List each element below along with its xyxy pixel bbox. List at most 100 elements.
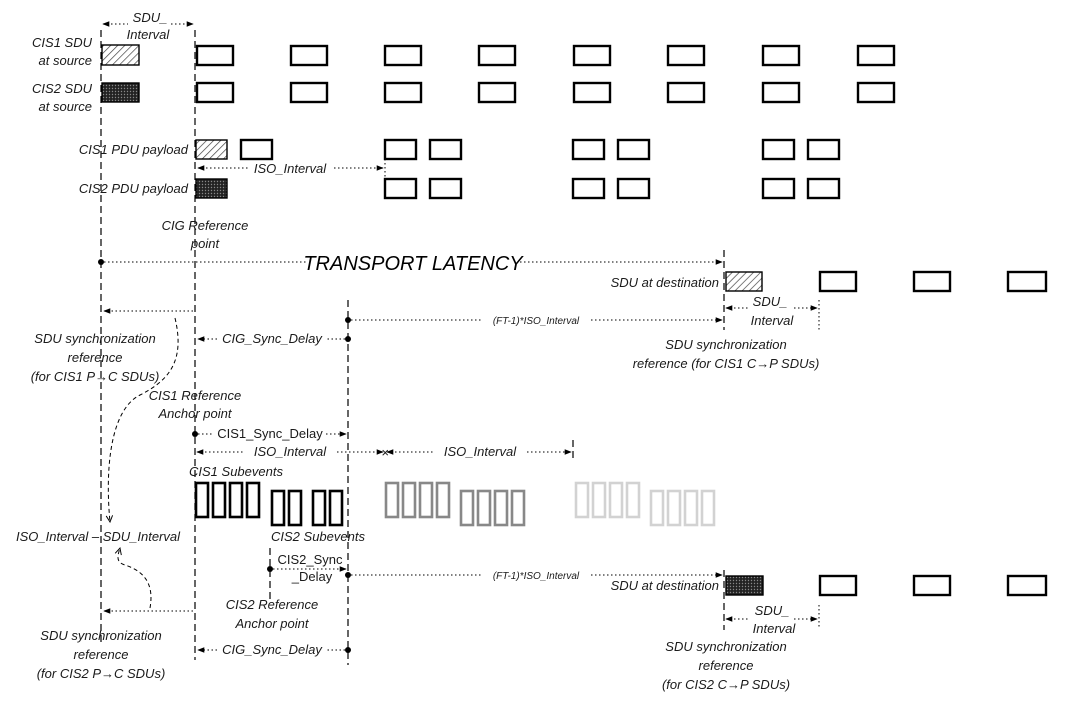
cis1-sync-dot xyxy=(192,431,198,437)
cis2-pdu-first xyxy=(195,178,228,199)
sync-ref-cis1-pc-3: (for CIS1 P→C SDUs) xyxy=(31,369,160,384)
cig-sync-delay-label-2: CIG_Sync_Delay xyxy=(222,642,323,657)
cis1-sdu-destination-first xyxy=(725,271,763,292)
sdu-interval-top-label-1: SDU_ xyxy=(133,10,168,25)
cis2-anchor-label-2: Anchor point xyxy=(235,616,310,631)
sync-ref-cis2-pc-1: SDU synchronization xyxy=(40,628,161,643)
transport-latency-label: TRANSPORT LATENCY xyxy=(303,253,524,275)
cis2-pdu-box xyxy=(571,177,606,200)
cis2-subevent xyxy=(510,489,526,527)
cis1-anchor-label-2: Anchor point xyxy=(158,406,233,421)
cis2-sdu-source-box xyxy=(383,81,423,104)
cis2-subevent xyxy=(649,489,665,527)
cig-reference-label-1: CIG Reference xyxy=(162,218,249,233)
cis1-subevent xyxy=(591,481,607,519)
label-bg xyxy=(482,568,590,581)
cis2-sdu-destination-box xyxy=(1006,574,1048,597)
sdu-interval-dest1-label-1: SDU_ xyxy=(753,294,788,309)
cis1-subevent xyxy=(245,481,261,519)
cis2-subevent xyxy=(287,489,303,527)
cis1-sdu-source-box xyxy=(289,44,329,67)
sync-ref-cis2-cp-3: (for CIS2 C→P SDUs) xyxy=(662,677,790,692)
cis1-sdu-destination-box xyxy=(818,270,858,293)
label-bg xyxy=(248,161,332,175)
cis2-sdu-source-box xyxy=(477,81,517,104)
cis1-sdu-source-box xyxy=(195,44,235,67)
sdu-interval-dest2-label-2: Interval xyxy=(753,621,797,636)
cis2-sync-dot xyxy=(267,566,273,572)
cis2-sdu-source-box xyxy=(666,81,706,104)
cis2-subevent xyxy=(459,489,475,527)
cis2-sdu-destination-first xyxy=(725,575,764,596)
label-bg xyxy=(434,444,526,459)
cis1-sdu-source-box xyxy=(477,44,517,67)
cis2-pdu-box xyxy=(383,177,418,200)
label-bg xyxy=(750,606,794,620)
cis1-pdu-box xyxy=(428,138,463,161)
cig-reference-label-2: point xyxy=(190,236,221,251)
cis2-subevents-label: CIS2 Subevents xyxy=(271,529,365,544)
cis2-subevent xyxy=(476,489,492,527)
cis1-sync-delay-label: CIS1_Sync_Delay xyxy=(217,426,323,441)
cis2-sdu-destination-box xyxy=(818,574,858,597)
cis1-sdu-source-first xyxy=(101,44,140,66)
cis2-sdu-source-first xyxy=(101,82,140,103)
sdu-interval-dest1-label-2: Interval xyxy=(751,313,795,328)
cis1-subevent xyxy=(228,481,244,519)
label-bg xyxy=(128,12,170,28)
sdu-interval-top-label-2: Interval xyxy=(127,27,171,42)
cis2-subevent xyxy=(328,489,344,527)
cis1-anchor-label-1: CIS1 Reference xyxy=(149,388,242,403)
cis1-pdu-box xyxy=(239,138,274,161)
cis2-anchor-label-1: CIS2 Reference xyxy=(226,597,319,612)
iso-interval-a-label: ISO_Interval xyxy=(254,444,327,459)
cis1-sdu-destination-box xyxy=(1006,270,1048,293)
label-bg xyxy=(244,444,336,459)
cis1-subevent xyxy=(435,481,451,519)
label-bg xyxy=(214,426,326,441)
cis2-pdu-payload-label: CIS2 PDU payload xyxy=(79,181,189,196)
sync-ref-cis2-cp-2: reference xyxy=(699,658,754,673)
cis2-subevent xyxy=(311,489,327,527)
cis2-subevent xyxy=(683,489,699,527)
sync-ref-cis2-pc-2: reference xyxy=(74,647,129,662)
cis1-pdu-first xyxy=(195,139,228,160)
cig-sync-delay-label-1: CIG_Sync_Delay xyxy=(222,331,323,346)
cis2-pdu-box xyxy=(761,177,796,200)
cig-sync-dot-1 xyxy=(345,336,351,342)
cis2-subevent xyxy=(666,489,682,527)
cis1-subevent xyxy=(418,481,434,519)
cis2-pdu-box xyxy=(616,177,651,200)
sync-ref-cis1-pc-1: SDU synchronization xyxy=(34,331,155,346)
cis2-sdu-source-box xyxy=(195,81,235,104)
cis2-sdu-source-label-2: at source xyxy=(39,99,92,114)
cis1-pdu-box xyxy=(761,138,796,161)
cis2-sdu-source-box xyxy=(572,81,612,104)
cis2-subevent xyxy=(700,489,716,527)
cis2-sdu-source-box xyxy=(856,81,896,104)
latency-start-dot xyxy=(98,259,104,265)
cis1-sdu-source-box xyxy=(856,44,896,67)
label-bg xyxy=(217,331,327,346)
cis2-sdu-source-box xyxy=(289,81,329,104)
cis1-pdu-box xyxy=(383,138,418,161)
cis1-subevent xyxy=(211,481,227,519)
sync-ref-cis1-pc-2: reference xyxy=(68,350,123,365)
cis1-subevents-label: CIS1 Subevents xyxy=(189,464,283,479)
sdu-interval-dest2-label-1: SDU_ xyxy=(755,603,790,618)
cis2-sdu-source-label-1: CIS2 SDU xyxy=(32,81,93,96)
ft-iso-label-1: (FT-1)*ISO_Interval xyxy=(493,316,580,327)
sdu-at-destination-label-1: SDU at destination xyxy=(611,275,719,290)
cig-sync-dot-2 xyxy=(345,647,351,653)
cis1-pdu-box xyxy=(616,138,651,161)
sdu-at-destination-label-2: SDU at destination xyxy=(611,578,719,593)
cis1-sdu-source-box xyxy=(666,44,706,67)
ft-iso-label-2: (FT-1)*ISO_Interval xyxy=(493,571,580,582)
cis2-sync-delay-label-1: CIS2_Sync xyxy=(277,552,343,567)
cis2-subevent xyxy=(493,489,509,527)
curved-arrow-up xyxy=(118,548,152,609)
cis1-pdu-box xyxy=(571,138,606,161)
ft-start-dot xyxy=(345,317,351,323)
cis1-sdu-source-box xyxy=(572,44,612,67)
